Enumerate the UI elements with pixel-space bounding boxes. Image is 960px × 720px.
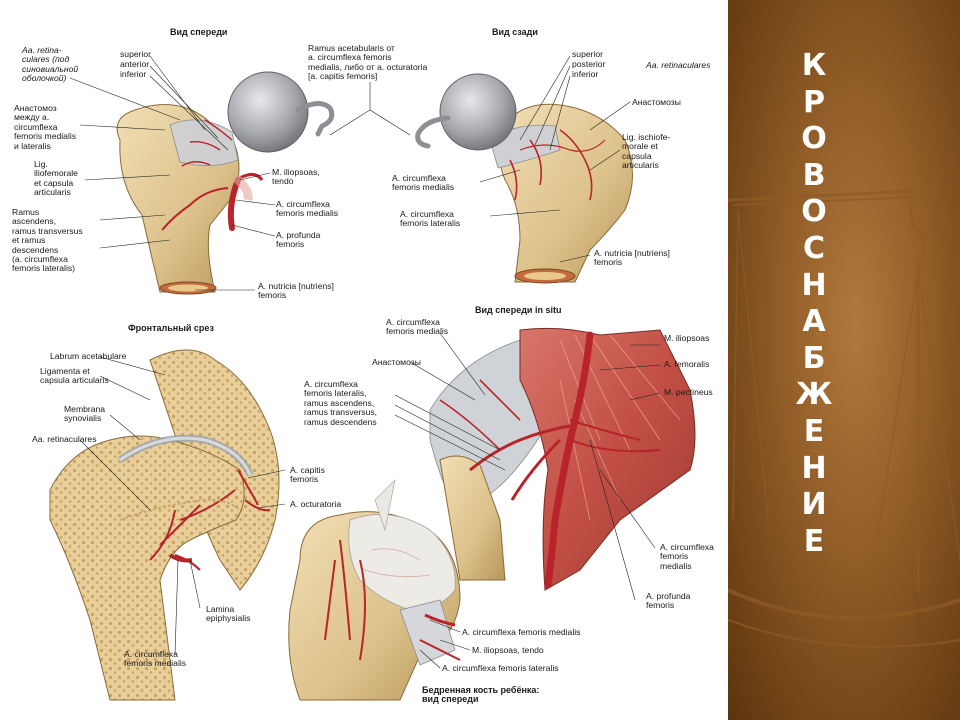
label-capitis-femoris: A. capitis femoris [290,465,325,485]
caption-frontal-section: Фронтальный срез [128,323,214,333]
label-superior-back: superior [572,49,604,59]
label-membrana: Membrana synovialis [64,404,106,424]
in-situ-view [429,327,696,591]
label-superior-front: superior [120,49,152,59]
child-femur [288,479,461,701]
label-octuratoria: A. octuratoria [290,499,342,509]
title-letter: Н [801,267,827,303]
caption-in-situ: Вид спереди in situ [475,305,562,315]
frontal-section [49,349,280,701]
label-profunda-front: A. profunda femoris [276,230,321,250]
caption-back-view: Вид сзади [492,27,538,37]
caption-child-femur: Бедренная кость ребёнка: вид спереди [422,685,540,705]
label-lamina-epiphysialis: Lamina epiphysialis [206,604,251,624]
label-aa-retinaculares-section: Aa. retinaculares [32,434,97,444]
label-ligamenta: Ligamenta et capsula articularis [40,366,109,386]
title-letter: В [802,157,826,193]
label-femoralis: A. femoralis [664,359,710,369]
back-view-femur [415,73,633,284]
leader-lines [69,55,661,669]
title-letter: С [802,230,826,266]
label-circumflexa-medialis-front: A. circumflexa femoris medialis [276,199,339,219]
label-profunda-insitu: A. profunda femoris [646,591,691,611]
label-labrum: Labrum acetabulare [50,351,127,361]
label-circumflexa-lateralis-back: A. circumflexa femoris lateralis [400,209,461,229]
anatomy-illustration: Вид спереди Вид сзади Фронтальный срез В… [12,27,714,705]
title-letter: К [801,48,827,83]
label-circumflexa-medialis-insitu-top: A. circumflexa femoris medialis [386,317,449,337]
label-circumflexa-medialis-section: A. circumflexa femoris medialis [124,649,187,669]
label-inferior-front: inferior [120,69,147,79]
label-lig-ischiofemorale: Lig. ischiofe- morale et capsula articul… [622,132,671,171]
label-circumflexa-lateralis-child: A. circumflexa femoris lateralis [442,663,559,673]
caption-front-view: Вид спереди [170,27,228,37]
label-inferior-back: inferior [572,69,599,79]
label-circumflexa-medialis-child: A. circumflexa femoris medialis [462,627,581,637]
title-letter: Е [803,523,825,559]
label-anastomosis: Анастомоз между a. circumflexa femoris m… [14,103,77,151]
title-letter: А [802,304,826,340]
label-nutricia-front: A. nutricia [nutriens] femoris [258,281,334,301]
title-letter: О [801,121,827,157]
title-letter: Н [801,450,827,486]
label-anterior-front: anterior [120,59,150,69]
label-aa-retinaculares-back: Aa. retinaculares [646,60,711,70]
title-letter: И [801,487,827,523]
label-aa-retinaculares-front: Aa. retina- culares (под синовиальной об… [22,45,79,84]
label-nutricia-back: A. nutricia [nutriens] femoris [594,248,670,268]
title-letter: О [801,194,827,230]
label-anastomoses-back: Анастомозы [632,97,681,107]
label-ramus-acetabularis: Ramus acetabularis от a. circumflexa fem… [308,43,428,82]
label-circumflexa-lateralis-insitu: A. circumflexa femoris lateralis, ramus … [304,379,378,427]
label-lig-iliofemorale: Lig. iliofemorale et capsula articularis [34,159,78,198]
title-letter: Б [802,340,826,376]
label-circumflexa-medialis-insitu-bottom: A. circumflexa femoris medialis [660,542,714,571]
label-iliopsoas-front: M. iliopsoas, tendo [272,167,320,187]
label-iliopsoas-insitu: M. iliopsoas [664,333,710,343]
label-anastomoses-insitu: Анастомозы [372,357,421,367]
label-iliopsoas-child: M. iliopsoas, tendo [472,645,544,655]
front-view-femur [116,71,335,295]
label-pectineus: M. pectineus [664,387,713,397]
title-letter: Е [803,413,825,449]
hip-blood-supply-drawing [49,55,696,701]
title-letter: Ж [795,377,833,413]
label-circumflexa-medialis-back: A. circumflexa femoris medialis [392,173,455,193]
title-letter: Р [803,84,825,120]
scales-of-justice-icon [728,188,960,648]
label-ramus-ascendens: Ramus ascendens, ramus transversus et ra… [12,207,83,274]
label-posterior-back: posterior [572,59,606,69]
